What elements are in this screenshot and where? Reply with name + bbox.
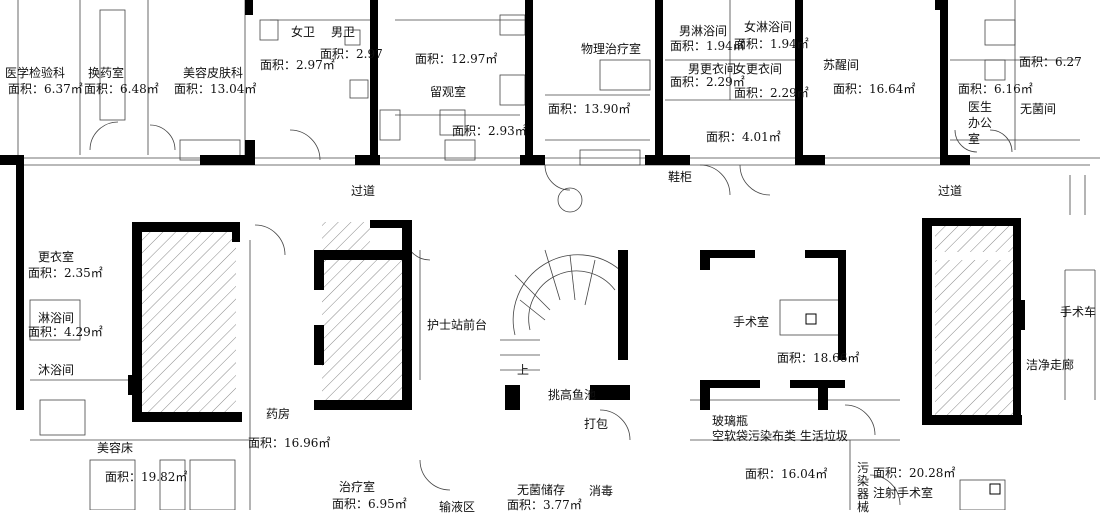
- room-label-beauty-room: 美容床: [97, 441, 134, 455]
- room-area-sterile-storage: 面积：3.77㎡: [507, 498, 582, 512]
- label-surgical-cart: 手术车: [1060, 305, 1097, 319]
- room-label-physio: 物理治疗室: [581, 42, 642, 56]
- room-label-operating-room: 手术室: [733, 315, 770, 329]
- room-area-observation-sub: 面积：2.93㎡: [452, 124, 527, 138]
- label-waste-categories: 空软袋污染布类 生活垃圾: [712, 429, 848, 443]
- label-nurse-station: 护士站前台: [427, 318, 488, 332]
- label-glass-bottle: 玻璃瓶: [712, 414, 749, 428]
- room-label-men-locker: 男更衣间: [688, 62, 737, 76]
- room-label-pharmacy: 药房: [266, 407, 291, 421]
- room-area-locker-hall: 面积：4.01㎡: [706, 130, 781, 144]
- room-area-men-shower: 面积：1.94㎡: [670, 39, 745, 53]
- room-area-recovery: 面积：16.64㎡: [833, 82, 916, 96]
- room-label-dermatology: 美容皮肤科: [183, 66, 244, 80]
- room-area-men-wc: 面积：2.97: [320, 47, 383, 61]
- room-label-locker-room: 更衣室: [38, 250, 75, 264]
- room-label-sterile-storage: 无菌储存: [517, 483, 566, 497]
- label-corridor-right: 过道: [938, 184, 963, 198]
- room-area-dermatology: 面积：13.04㎡: [174, 82, 257, 96]
- room-area-medical-lab: 面积：6.37㎡: [8, 82, 83, 96]
- room-area-treatment: 面积：6.95㎡: [332, 497, 407, 511]
- label-dirty-instruments: 污染器械: [857, 461, 870, 514]
- room-area-shower-room: 面积：4.29㎡: [28, 325, 103, 339]
- room-area-waste: 面积：16.04㎡: [745, 467, 828, 481]
- room-label-sterile-room: 无菌间: [1020, 102, 1057, 116]
- hatched-blocks: [140, 222, 1013, 415]
- room-label-women-locker: 女更衣间: [734, 62, 783, 76]
- room-area-injection: 面积：20.28㎡: [873, 466, 956, 480]
- label-upstairs: 上: [517, 363, 530, 377]
- label-disinfection: 消毒: [589, 484, 614, 498]
- room-label-dressing-room: 换药室: [88, 66, 125, 80]
- room-area-dressing-room: 面积：6.48㎡: [84, 82, 159, 96]
- markers: [805, 313, 1001, 495]
- label-corridor-left: 过道: [351, 184, 376, 198]
- room-area-men-locker: 面积：2.29㎡: [670, 75, 745, 89]
- room-area-beauty-room: 面积：19.82㎡: [105, 470, 188, 484]
- room-label-injection-surgery: 注射手术室: [873, 486, 934, 500]
- room-area-pharmacy: 面积：16.96㎡: [248, 436, 331, 450]
- room-area-women-locker: 面积：2.29㎡: [734, 86, 809, 100]
- room-label-men-shower: 男淋浴间: [679, 24, 728, 38]
- room-label-medical-lab: 医学检验科: [5, 66, 66, 80]
- label-clean-corridor: 洁净走廊: [1026, 358, 1075, 372]
- room-label-recovery: 苏醒间: [823, 58, 860, 72]
- room-label-doctor-office: 医生办公室: [968, 100, 993, 146]
- label-infusion: 输液区: [439, 500, 476, 514]
- room-label-women-wc: 女卫: [291, 25, 316, 39]
- room-area-observation: 面积：12.97㎡: [415, 52, 498, 66]
- room-area-operating-room: 面积：18.66㎡: [777, 351, 860, 365]
- room-label-observation: 留观室: [430, 85, 467, 99]
- label-shoe-cabinet: 鞋柜: [668, 170, 693, 184]
- room-label-treatment: 治疗室: [339, 480, 376, 494]
- room-area-women-wc: 面积：2.97㎡: [260, 58, 335, 72]
- room-label-women-shower: 女淋浴间: [744, 20, 793, 34]
- walls: [0, 0, 1025, 425]
- room-area-locker-room: 面积：2.35㎡: [28, 266, 103, 280]
- label-fish-pond: 挑高鱼池: [548, 388, 597, 402]
- room-area-physio: 面积：13.90㎡: [548, 102, 631, 116]
- room-area-office: 面积：6.16㎡: [958, 82, 1033, 96]
- room-area-women-shower: 面积：1.94㎡: [734, 37, 809, 51]
- label-packing: 打包: [584, 417, 609, 431]
- room-area-sterile: 面积：6.27: [1019, 55, 1082, 69]
- room-label-men-wc: 男卫: [331, 25, 356, 39]
- room-label-bath-room: 沐浴间: [38, 363, 75, 377]
- room-label-shower-room: 淋浴间: [38, 311, 75, 325]
